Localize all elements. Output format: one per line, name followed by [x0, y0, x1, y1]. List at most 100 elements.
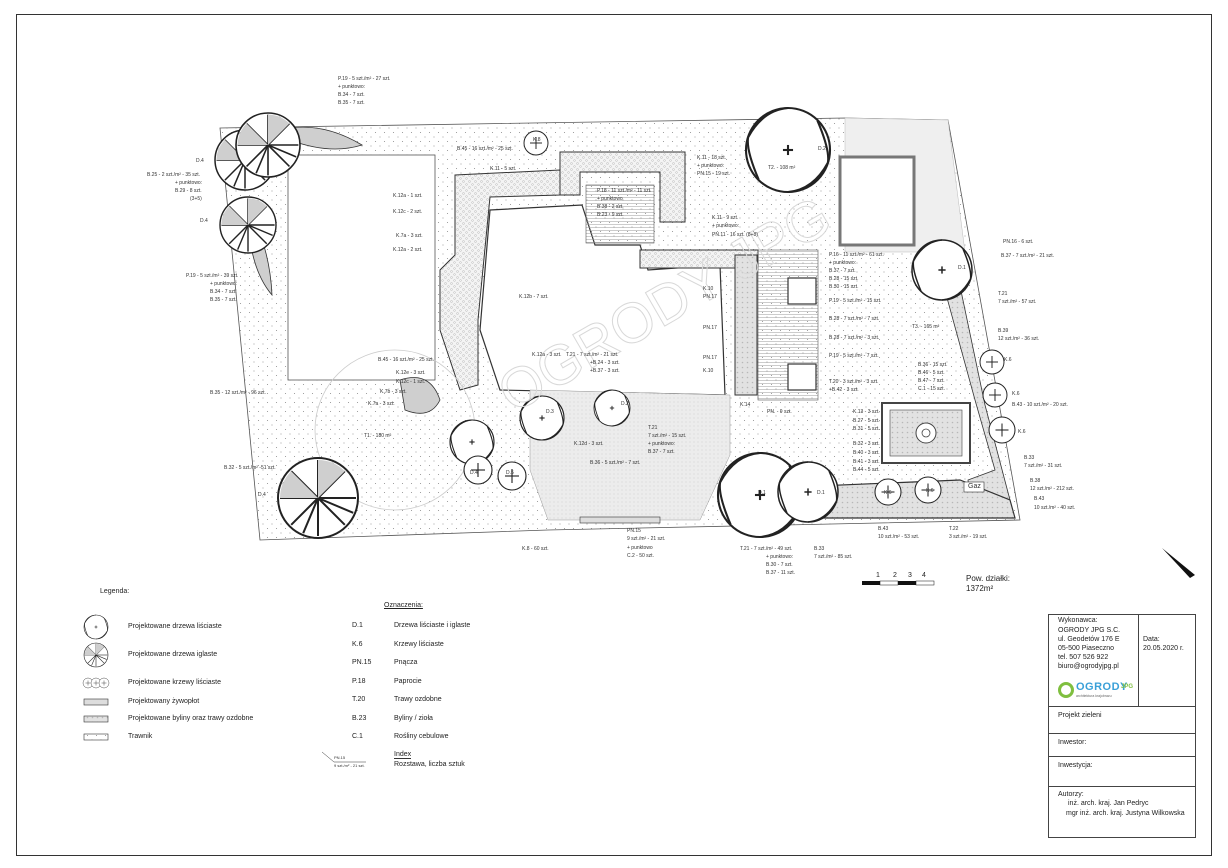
plan-label: D.5: [506, 470, 514, 476]
plan-label: K.12a - 2 szt.: [393, 247, 423, 253]
plan-label: + punktowo:: [648, 441, 676, 447]
notation-desc: Drzewa liściaste i iglaste: [394, 622, 471, 629]
plan-label: K.6: [1012, 391, 1020, 397]
plan-label: B.38 - 2 szt.: [597, 204, 624, 210]
sheet-frame: [16, 14, 1212, 856]
company-logo: OGRODY JPG architektura krajobrazu: [1058, 680, 1134, 702]
plan-label: B.23 - 9 szt.: [597, 212, 624, 218]
company-name: OGRODY JPG S.C.: [1058, 627, 1121, 634]
notation-code: C.1: [352, 733, 363, 740]
scale-tick: 2: [893, 572, 897, 579]
north-arrow: [1162, 548, 1195, 578]
plan-label: K.13 - 3 szt.: [853, 409, 880, 415]
plan-label: + punktowo:: [712, 223, 740, 229]
legend-item: Projektowane krzewy liściaste: [128, 679, 221, 686]
plan-label: B.37 - 11 szt.: [766, 570, 796, 576]
gas-box: [963, 481, 985, 493]
plan-label: 9 szt./m² - 21 szt.: [627, 536, 666, 542]
plan-label: B.36 - 5 szt./m² - 7 szt.: [590, 460, 641, 466]
plan-label: K.12b - 7 szt.: [519, 294, 549, 300]
plan-label: K.8 - 60 szt.: [522, 546, 549, 552]
logo-sub: architektura krajobrazu: [1076, 694, 1112, 698]
notation-desc: Paprocie: [394, 678, 422, 685]
plan-label: T1. - 180 m²: [364, 433, 392, 439]
plan-label: B.39: [998, 328, 1009, 334]
plan-label: B.37 - 7 szt.: [829, 268, 856, 274]
plan-label: K.6: [1004, 357, 1012, 363]
planter-a: [787, 277, 817, 305]
plan-label: B.38: [1030, 478, 1041, 484]
plan-label: P.19 - 5 szt./m² - 27 szt.: [338, 76, 391, 82]
plan-label: B.46 - 5 szt.: [918, 370, 945, 376]
plan-label: K.7b - 3 szt.: [380, 389, 407, 395]
date-value: 20.05.2020 r.: [1143, 645, 1184, 652]
plan-label: T.21 - 7 szt./m² - 21 szt.: [566, 352, 619, 358]
plan-label: 3 szt./m² - 19 szt.: [949, 534, 988, 540]
legend-title: Legenda:: [100, 588, 130, 595]
plan-label: + punktowo:: [175, 180, 203, 186]
plan-label: B.25 - 2 szt./m² - 35 szt.: [147, 172, 201, 178]
plan-label: D.1: [817, 490, 825, 496]
plan-label: B.36 - 15 szt.: [918, 362, 948, 368]
title-block-row: [1048, 756, 1196, 757]
plan-label: K.12c - 1 szt.: [396, 379, 426, 385]
scale-tick: 3: [908, 572, 912, 579]
plan-label: T2. - 108 m²: [768, 165, 796, 171]
plan-label: T3. - 165 m²: [912, 324, 940, 330]
plan-label: K.6: [884, 490, 892, 496]
plan-label: B.33: [814, 546, 825, 552]
legend-item: Projektowane drzewa liściaste: [128, 623, 222, 630]
plan-label: +B.24 - 3 szt.: [590, 360, 620, 366]
investment-label: Inwestycja:: [1058, 762, 1093, 769]
scale-tick: 4: [922, 572, 926, 579]
plan-label: B.32 - 3 szt.: [853, 441, 880, 447]
notation-code: K.6: [352, 641, 363, 648]
notation-desc: Byliny / zioła: [394, 715, 433, 722]
index-sample-code: PN.15: [334, 755, 346, 760]
plan-label: K.7a - 3 szt.: [396, 233, 423, 239]
notation-desc: Rośliny cebulowe: [394, 733, 449, 740]
company-email[interactable]: biuro@ogrodyjpg.pl: [1058, 663, 1119, 670]
plan-label: K.11 - 5 szt.: [490, 166, 517, 172]
plan-label: T.22: [949, 526, 959, 532]
author-name: mgr inż. arch. kraj. Justyna Wilkowska: [1066, 810, 1185, 817]
plan-label: P.18 - 11 szt./m² - 11 szt.: [597, 188, 652, 194]
logo-suffix: JPG: [1121, 684, 1134, 690]
plan-label: P.19 - 5 szt./m² - 15 szt.: [829, 298, 882, 304]
plan-label: B.31 - 5 szt.: [853, 426, 880, 432]
notation-code: T.20: [352, 696, 366, 703]
plan-label: 10 szt./m² - 40 szt.: [1034, 505, 1076, 511]
notation-code: B.23: [352, 715, 367, 722]
authors-label: Autorzy:: [1058, 791, 1084, 798]
notation-code: PN.15: [352, 659, 372, 666]
planter-b: [787, 363, 817, 391]
plan-label: P.16 - 11 szt./m² - 61 szt.: [829, 252, 884, 258]
company-city: 05-500 Piaseczno: [1058, 645, 1115, 652]
logo-mark-icon: [1058, 682, 1074, 698]
legend-item: Trawnik: [128, 733, 153, 740]
plan-label: B.32 - 5 szt./m² -51 szt.: [224, 465, 276, 471]
plan-label: 10 szt./m² - 53 szt.: [878, 534, 920, 540]
plan-label: D.4: [258, 492, 266, 498]
plan-label: K.6: [1018, 429, 1026, 435]
plan-label: B.29 - 8 szt.: [175, 188, 202, 194]
plan-label: B.28 - 7 szt./m² - 3 szt.: [829, 335, 880, 341]
plan-label: K.14: [740, 402, 751, 408]
plan-label: PN.15: [627, 528, 641, 534]
logo-text: OGRODY: [1076, 681, 1128, 693]
company-street: ul. Geodetów 176 E: [1058, 636, 1120, 643]
plan-label: + punktowo:: [829, 260, 857, 266]
plan-label: B.43: [1034, 496, 1045, 502]
legend-item: Projektowane byliny oraz trawy ozdobne: [128, 715, 254, 722]
plan-label: D.1: [758, 490, 766, 496]
plan-label: K.10: [703, 368, 714, 374]
title-block-row: [1048, 706, 1196, 707]
investor-label: Inwestor:: [1058, 739, 1087, 746]
plan-label: +B.42 - 3 szt.: [829, 387, 859, 393]
notation-desc: Krzewy liściaste: [394, 641, 444, 648]
legend-item: Projektowane drzewa iglaste: [128, 651, 218, 658]
patio-paving: [529, 389, 731, 521]
plan-label: + punktowo:: [210, 281, 238, 287]
notation-code: D.1: [352, 622, 363, 629]
plan-label: (3+5): [190, 196, 202, 202]
